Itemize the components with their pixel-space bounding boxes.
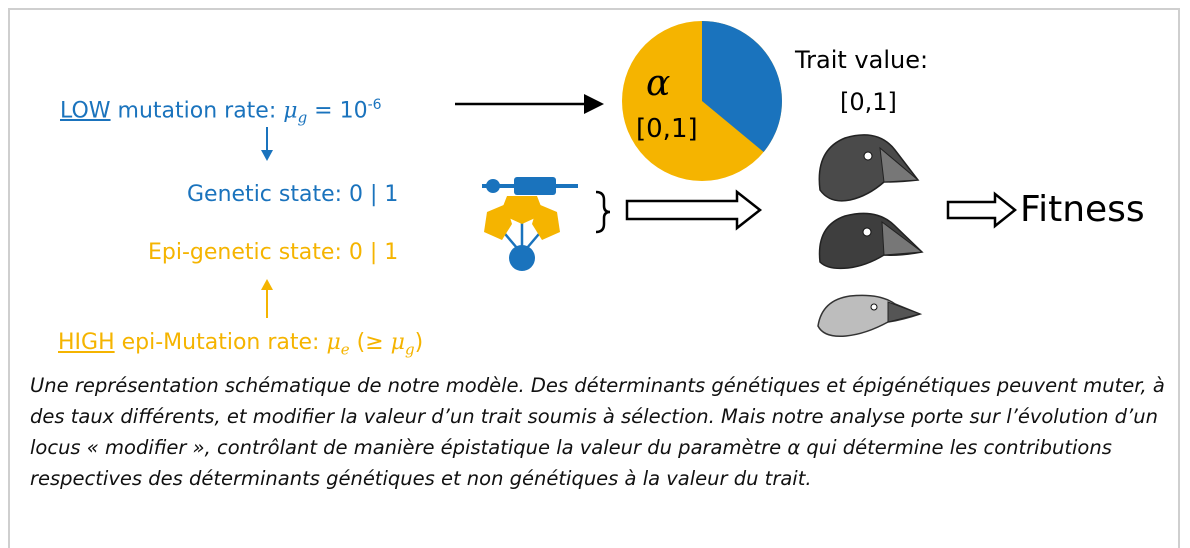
- figure-frame: [8, 8, 1180, 548]
- mu-e-subscript: e: [340, 340, 350, 359]
- curly-brace: [595, 190, 611, 234]
- high-rate-text: epi-Mutation rate:: [114, 330, 327, 355]
- gold-up-arrow: [261, 279, 273, 318]
- low-rate-eq: = 10: [307, 98, 368, 124]
- finch-head-large-beak: [818, 134, 920, 202]
- trait-value-range: [0,1]: [840, 88, 897, 116]
- epigenetic-icon: [484, 196, 560, 271]
- mu-g-symbol: μ: [283, 98, 298, 124]
- epigenetic-state-label: Epi-genetic state: 0 | 1: [148, 240, 399, 265]
- blue-down-arrow: [261, 127, 273, 161]
- high-emphasis: HIGH: [58, 330, 115, 355]
- low-rate-text: mutation rate:: [110, 98, 284, 124]
- trait-value-title: Trait value:: [795, 46, 929, 74]
- alpha-pie-chart: [622, 21, 782, 181]
- pie-blue-slice: [702, 21, 782, 152]
- fitness-label: Fitness: [1020, 189, 1145, 230]
- finch-head-small-beak: [817, 294, 923, 338]
- gene-icon: [482, 177, 578, 195]
- figure-caption: Une représentation schématique de notre …: [30, 374, 1165, 490]
- high-rate-paren-close: ): [414, 330, 424, 355]
- arrow-to-alpha: [455, 94, 604, 114]
- mu-e-symbol: μ: [326, 330, 341, 355]
- hollow-arrow-to-fitness: [946, 191, 1018, 229]
- low-emphasis: LOW: [60, 98, 111, 124]
- genetic-state-label: Genetic state: 0 | 1: [187, 182, 399, 207]
- low-mutation-rate-label: LOW mutation rate: μg = 10-6: [60, 92, 382, 131]
- mu-g2-subscript: g: [404, 340, 415, 359]
- alpha-symbol: α: [646, 63, 671, 104]
- finch-head-medium-beak: [818, 212, 924, 270]
- mu-g2-symbol: μ: [390, 330, 405, 355]
- high-epimutation-rate-label: HIGH epi-Mutation rate: μe (≥ μg): [58, 330, 423, 362]
- low-rate-exponent: -6: [367, 97, 382, 113]
- mu-g-subscript: g: [297, 108, 308, 127]
- alpha-range: [0,1]: [636, 114, 698, 144]
- high-rate-paren-open: (≥: [349, 330, 391, 355]
- hollow-arrow-to-trait: [625, 189, 763, 231]
